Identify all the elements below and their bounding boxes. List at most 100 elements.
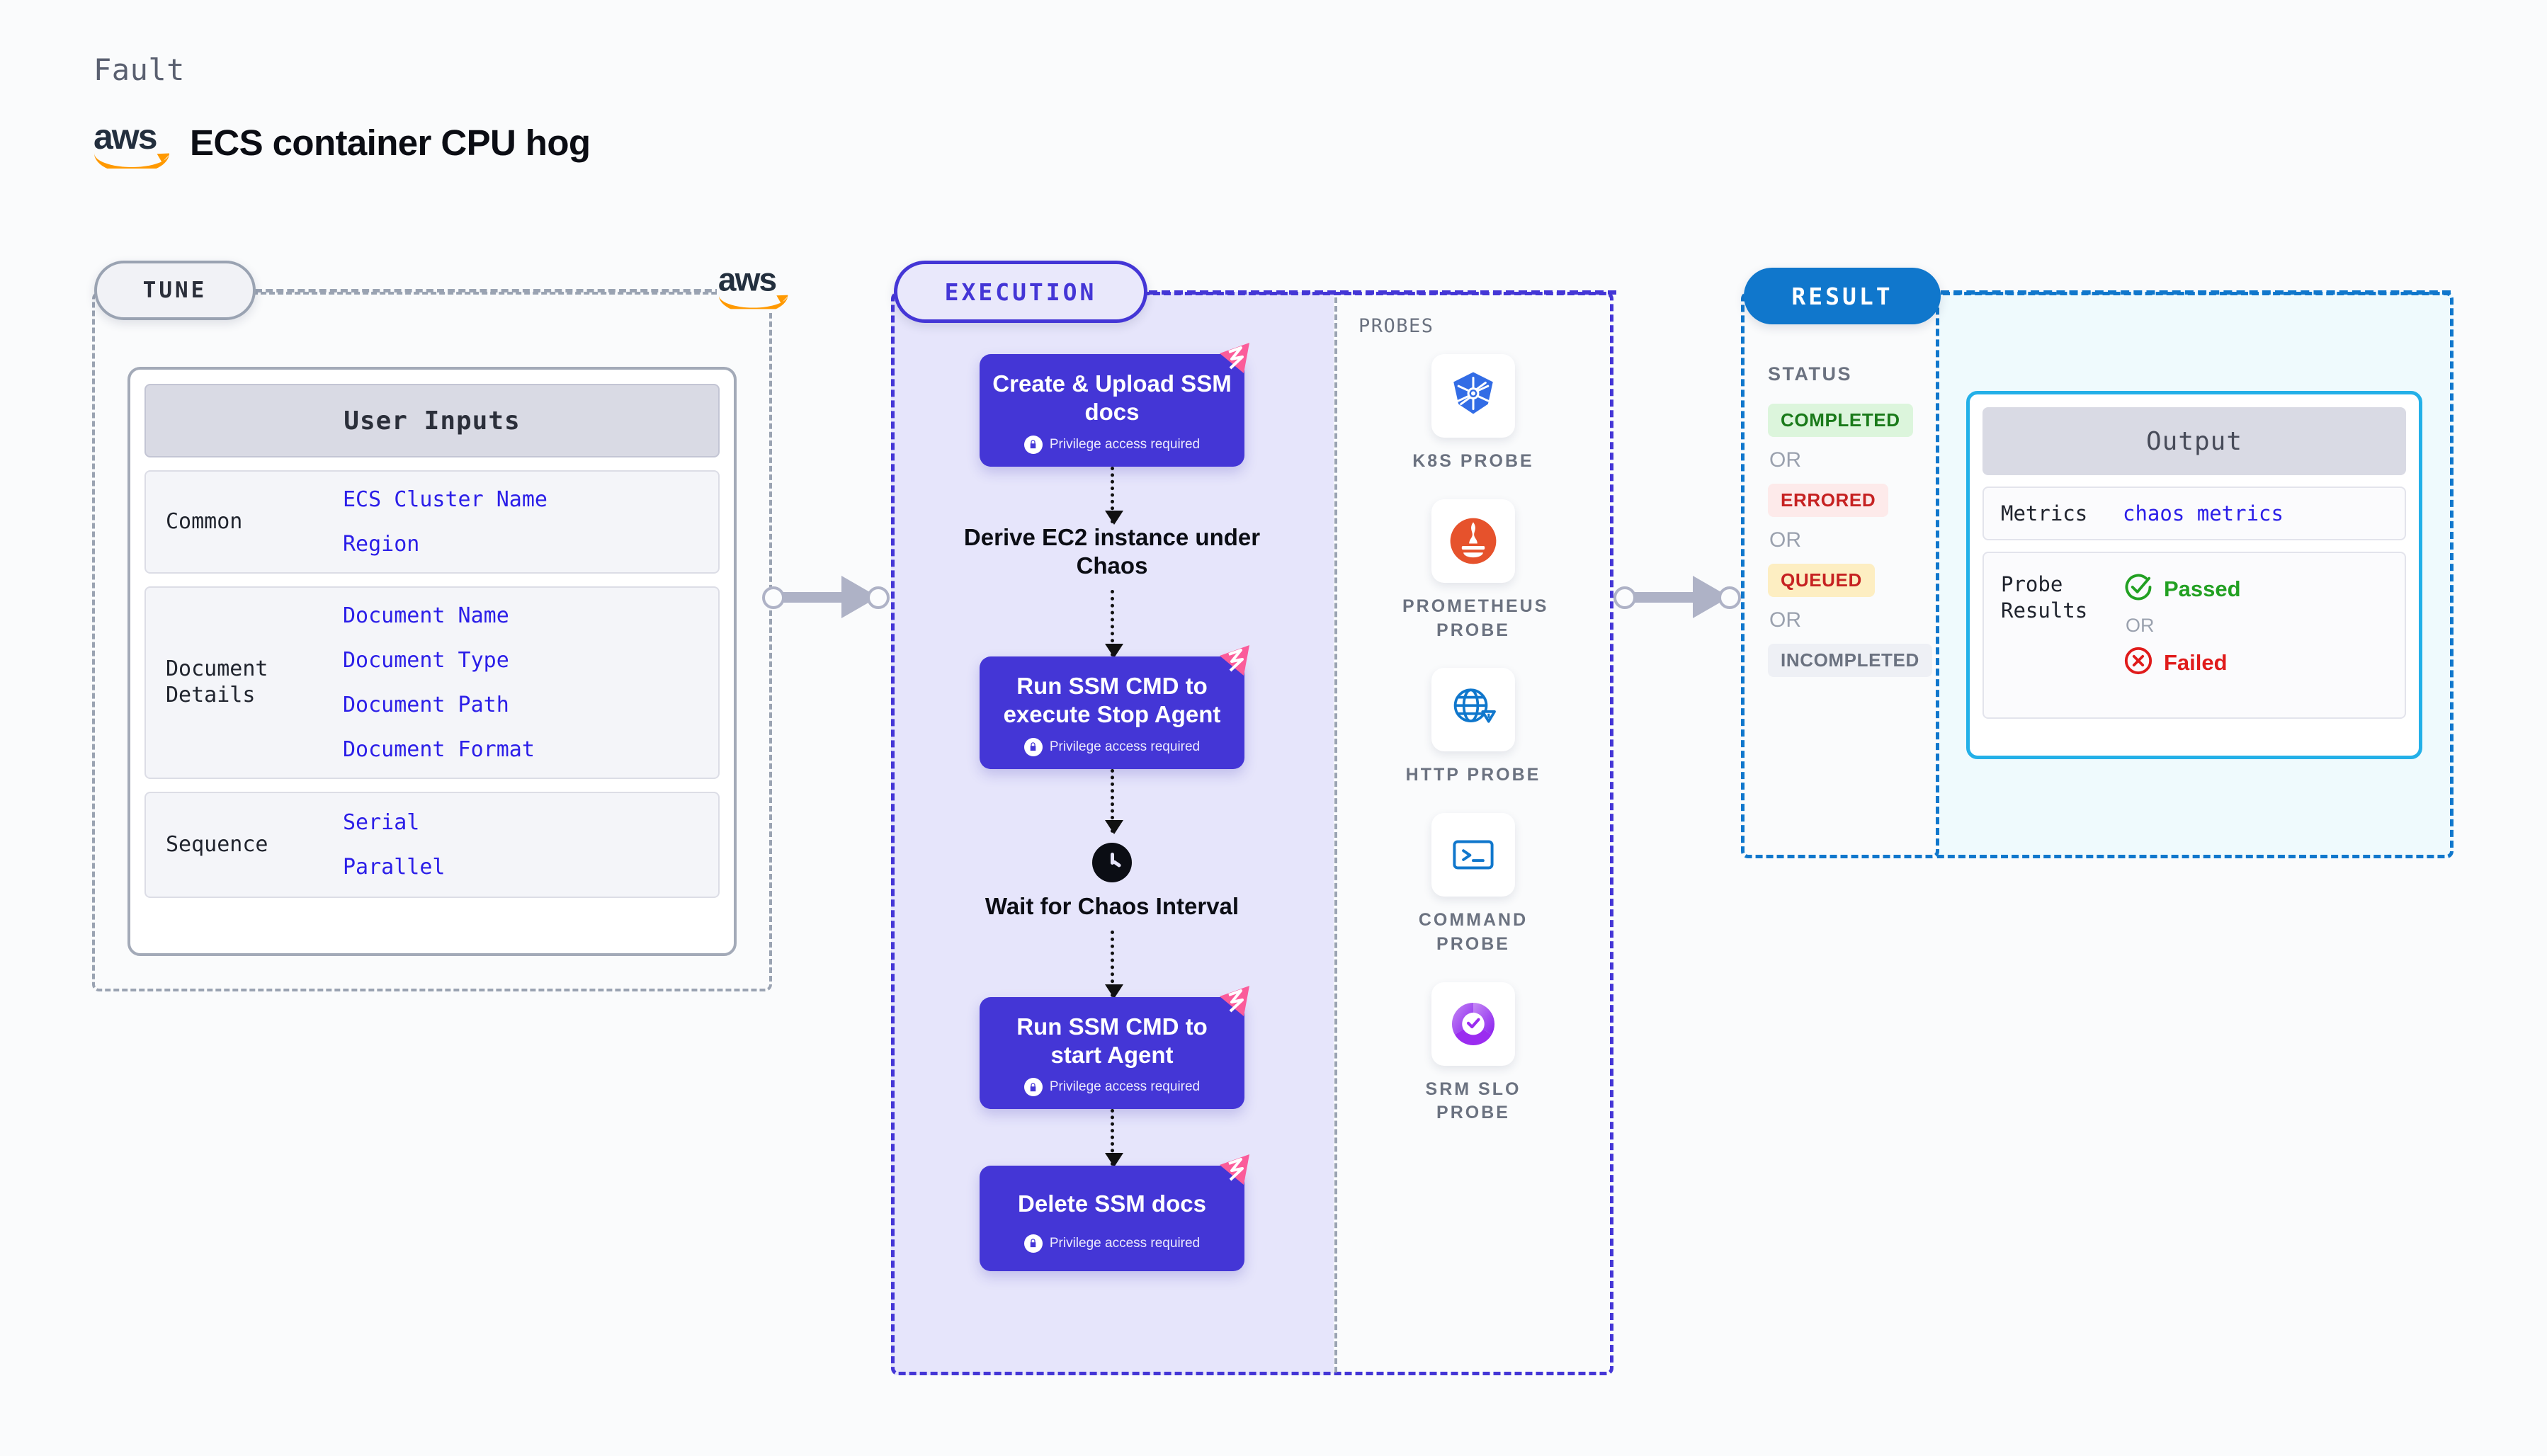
execution-pill-label[interactable]: EXECUTION <box>894 261 1147 323</box>
tune-row-document-details: Document Details Document Name Document … <box>144 586 720 779</box>
flow-arrow <box>1104 768 1123 834</box>
execution-flow: Create & Upload SSM docs Privilege acces… <box>942 343 1282 1271</box>
privilege-note: Privilege access required <box>992 1078 1232 1097</box>
srm-slo-icon <box>1431 982 1515 1066</box>
tune-row-label: Sequence <box>166 831 268 857</box>
tune-value[interactable]: Document Path <box>343 693 509 717</box>
status-badge-queued: QUEUED <box>1768 564 1875 597</box>
probe-result-failed-label: Failed <box>2164 649 2228 675</box>
tune-value[interactable]: Region <box>343 532 420 557</box>
lock-icon <box>1023 435 1043 454</box>
http-globe-warning-icon <box>1431 668 1515 752</box>
aws-logo-icon: aws <box>92 119 171 169</box>
privilege-note: Privilege access required <box>992 435 1232 454</box>
flow-node-derive-ec2-instance: Derive EC2 instance under Chaos <box>963 523 1261 579</box>
output-metrics-label: Metrics <box>2001 501 2088 525</box>
status-or-label: OR <box>1769 448 1801 472</box>
user-inputs-title: User Inputs <box>144 384 720 457</box>
tune-pill-label[interactable]: TUNE <box>94 261 256 320</box>
tune-value[interactable]: Document Format <box>343 737 535 762</box>
tune-row-sequence: Sequence Serial Parallel <box>144 792 720 898</box>
tune-row-label: Document Details <box>166 656 268 707</box>
probe-item-http[interactable]: HTTP PROBE <box>1406 668 1541 787</box>
flow-node-run-ssm-cmd-stop-agent[interactable]: Run SSM CMD to execute Stop Agent Privil… <box>980 645 1249 769</box>
page-title-row: aws ECS container CPU hog <box>92 119 591 169</box>
flow-node-wait-for-chaos-interval: Wait for Chaos Interval <box>942 842 1282 921</box>
privilege-note: Privilege access required <box>992 737 1232 756</box>
probe-item-prometheus[interactable]: PROMETHEUS PROBE <box>1402 499 1549 643</box>
tune-value[interactable]: Parallel <box>343 855 446 880</box>
flow-node-delete-ssm-docs[interactable]: Delete SSM docs Privilege access require… <box>980 1154 1249 1271</box>
connector-execution-to-result <box>1613 576 1741 618</box>
lock-icon <box>1023 1234 1043 1253</box>
page-title: ECS container CPU hog <box>190 122 591 163</box>
flow-node-title: Create & Upload SSM docs <box>992 370 1232 426</box>
status-or-label: OR <box>1769 608 1801 632</box>
check-circle-icon <box>2123 571 2154 606</box>
kubernetes-icon <box>1431 354 1515 438</box>
output-row-metrics: Metrics chaos metrics <box>1982 487 2406 541</box>
tune-aws-logo-icon: aws <box>717 263 796 313</box>
probe-result-passed-label: Passed <box>2164 576 2241 601</box>
flow-arrow <box>1104 590 1123 658</box>
probe-result-or-label: OR <box>2126 615 2155 637</box>
output-row-probe-results: Probe Results Passed OR <box>1982 552 2406 720</box>
status-badge-errored: ERRORED <box>1768 484 1889 517</box>
page-eyebrow: Fault <box>93 52 185 87</box>
probes-title: PROBES <box>1358 315 1434 337</box>
status-title: STATUS <box>1768 363 1852 385</box>
tune-value[interactable]: ECS Cluster Name <box>343 487 548 512</box>
probe-item-command[interactable]: COMMAND PROBE <box>1402 813 1544 957</box>
probe-label: K8S PROBE <box>1412 451 1534 471</box>
user-inputs-card: User Inputs Common ECS Cluster Name Regi… <box>127 367 737 956</box>
result-pill-label[interactable]: RESULT <box>1744 268 1941 324</box>
probe-item-k8s[interactable]: K8S PROBE <box>1412 354 1533 474</box>
flow-arrow <box>1104 1109 1123 1168</box>
flow-node-title: Run SSM CMD to start Agent <box>1016 1013 1208 1068</box>
privilege-note-text: Privilege access required <box>1049 739 1201 754</box>
probe-label: COMMAND PROBE <box>1418 910 1528 954</box>
probe-label: PROMETHEUS PROBE <box>1402 596 1549 640</box>
tune-value[interactable]: Serial <box>343 810 420 835</box>
flow-arrow <box>1104 930 1123 999</box>
output-probe-results-label: Probe Results <box>2001 572 2088 622</box>
litmus-chaos-icon <box>1215 642 1254 682</box>
output-metrics-value[interactable]: chaos metrics <box>2123 501 2284 526</box>
privilege-note: Privilege access required <box>992 1234 1232 1253</box>
prometheus-icon <box>1431 499 1515 583</box>
probe-label: HTTP PROBE <box>1405 765 1541 785</box>
probe-result-passed: Passed <box>2123 571 2241 606</box>
flow-node-create-upload-ssm-docs[interactable]: Create & Upload SSM docs Privilege acces… <box>980 343 1249 467</box>
litmus-chaos-icon <box>1215 1151 1254 1191</box>
clock-icon <box>1092 842 1132 882</box>
flow-arrow <box>1104 466 1123 525</box>
probes-divider <box>1334 297 1337 1372</box>
probe-label: SRM SLO PROBE <box>1425 1079 1521 1123</box>
probe-item-srm-slo[interactable]: SRM SLO PROBE <box>1402 982 1544 1126</box>
litmus-chaos-icon <box>1215 340 1254 380</box>
connector-tune-to-execution <box>762 576 890 618</box>
output-card: Output Metrics chaos metrics Probe Resul… <box>1966 391 2422 759</box>
flow-node-run-ssm-cmd-start-agent[interactable]: Run SSM CMD to start Agent Privilege acc… <box>980 985 1249 1110</box>
privilege-note-text: Privilege access required <box>1049 1235 1201 1251</box>
tune-row-label: Common <box>166 508 243 534</box>
execution-connector-line <box>1149 290 1616 295</box>
privilege-note-text: Privilege access required <box>1049 1079 1201 1095</box>
tune-connector-line <box>255 289 722 292</box>
flow-node-title: Wait for Chaos Interval <box>985 892 1240 919</box>
status-badge-incompleted: INCOMPLETED <box>1768 644 1932 677</box>
tune-value[interactable]: Document Name <box>343 603 509 628</box>
status-badge-completed: COMPLETED <box>1768 404 1913 437</box>
flow-node-title: Run SSM CMD to execute Stop Agent <box>1003 673 1221 728</box>
status-or-label: OR <box>1769 528 1801 552</box>
litmus-chaos-icon <box>1215 983 1254 1023</box>
lock-icon <box>1023 1078 1043 1097</box>
result-connector-line <box>1941 290 2451 295</box>
lock-icon <box>1023 737 1043 756</box>
probe-result-failed: Failed <box>2123 645 2241 680</box>
privilege-note-text: Privilege access required <box>1049 436 1201 452</box>
flow-node-title: Delete SSM docs <box>1018 1190 1206 1217</box>
tune-value[interactable]: Document Type <box>343 648 509 673</box>
x-circle-icon <box>2123 645 2154 680</box>
